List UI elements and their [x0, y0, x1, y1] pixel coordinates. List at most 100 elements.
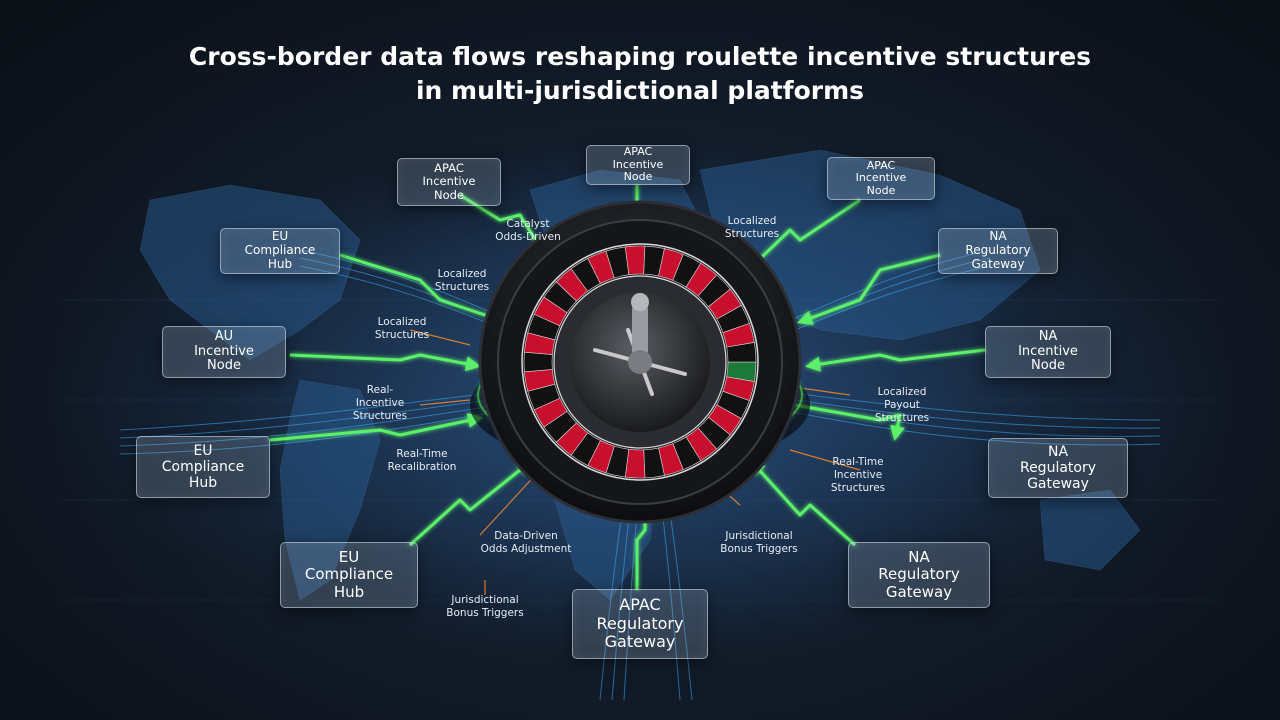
node-text: AU	[214, 328, 234, 344]
label-jurisdictional-bonus-triggers-left: Jurisdictional Bonus Triggers	[430, 594, 540, 620]
label-text: Bonus Triggers	[720, 543, 798, 555]
node-text: Compliance	[244, 243, 316, 258]
node-eu-compliance-upper: EU Compliance Hub	[220, 228, 340, 274]
node-text: APAC	[866, 158, 896, 172]
node-na-regulatory-upper: NA Regulatory Gateway	[938, 228, 1058, 274]
node-text: NA	[989, 229, 1007, 244]
label-text: Payout	[884, 399, 920, 411]
node-text: Compliance	[304, 565, 394, 584]
label-text: Localized	[877, 386, 927, 398]
label-localized-payout-structures: Localized Payout Structures	[852, 386, 952, 425]
node-apac-incentive-top: APAC Incentive Node	[586, 145, 690, 185]
node-text: Node	[866, 183, 896, 197]
label-text: Bonus Triggers	[446, 607, 524, 619]
node-text: Regulatory	[965, 243, 1031, 258]
node-text: Hub	[188, 475, 218, 492]
title-line-1: Cross-border data flows reshaping roulet…	[188, 42, 1092, 71]
arrow-eu-upper	[339, 253, 503, 324]
title-line-2: in multi-jurisdictional platforms	[415, 76, 865, 105]
node-text: Incentive	[855, 171, 907, 185]
label-localized-structures-top: Localized Structures	[702, 215, 802, 241]
label-text: Structures	[874, 412, 930, 424]
label-text: Recalibration	[387, 461, 457, 473]
label-text: Odds Adjustment	[480, 543, 572, 555]
label-text: Real-Time	[396, 448, 448, 460]
label-text: Structures	[374, 329, 430, 341]
arrow-na-middle	[794, 403, 905, 441]
arrow-na-incentive	[805, 348, 986, 372]
label-localized-structures-upper-left: Localized Structures	[412, 268, 512, 294]
node-eu-compliance-lower: EU Compliance Hub	[280, 542, 418, 608]
label-jurisdictional-bonus-triggers-right: Jurisdictional Bonus Triggers	[704, 530, 814, 556]
roulette-wheel-icon	[470, 200, 810, 524]
label-catalyst-odds-driven: Catalyst Odds-Driven	[478, 218, 578, 244]
node-text: APAC	[434, 161, 464, 176]
node-text: Incentive	[612, 157, 664, 171]
label-text: Real-Time	[832, 456, 884, 468]
label-text: Structures	[830, 482, 886, 494]
arrow-apac-right	[737, 198, 861, 281]
label-text: Structures	[352, 410, 408, 422]
label-localized-structures-left: Localized Structures	[352, 316, 452, 342]
wheel-pocket	[624, 245, 646, 276]
label-text: Localized	[437, 268, 487, 280]
node-text: NA	[1047, 443, 1069, 460]
node-text: EU	[193, 442, 213, 459]
arrow-eu-middle	[269, 413, 483, 442]
node-text: Node	[623, 170, 653, 184]
node-text: Node	[433, 187, 464, 202]
node-text: Incentive	[194, 343, 254, 359]
label-data-driven-odds-adjustment: Data-Driven Odds Adjustment	[466, 530, 586, 556]
node-text: Node	[1031, 358, 1065, 374]
node-text: Regulatory	[596, 613, 684, 633]
wheel-pocket	[726, 342, 757, 363]
node-na-regulatory-lower: NA Regulatory Gateway	[848, 542, 990, 608]
node-text: Incentive	[1018, 343, 1078, 359]
arrow-eu-lower	[408, 460, 533, 547]
label-real-incentive-structures: Real- Incentive Structures	[330, 384, 430, 423]
node-text: Hub	[267, 256, 293, 271]
label-text: Localized	[727, 215, 777, 227]
label-real-time-recalibration: Real-Time Recalibration	[372, 448, 472, 474]
node-text: APAC	[619, 595, 661, 615]
node-text: Gateway	[971, 256, 1025, 271]
node-text: Hub	[333, 582, 365, 601]
node-apac-incentive-left: APAC Incentive Node	[397, 158, 501, 206]
label-real-time-incentive-structures: Real-Time Incentive Structures	[808, 456, 908, 495]
label-text: Incentive	[833, 469, 883, 481]
node-text: APAC	[623, 145, 653, 159]
arrow-na-lower	[749, 459, 856, 547]
node-text: NA	[1038, 328, 1058, 344]
node-text: Gateway	[885, 582, 953, 601]
node-text: Gateway	[604, 632, 676, 652]
label-text: Catalyst	[506, 218, 550, 230]
wheel-pocket	[523, 351, 553, 373]
label-text: Jurisdictional	[451, 594, 519, 606]
node-apac-regulatory-gateway: APAC Regulatory Gateway	[572, 589, 708, 659]
node-text: Incentive	[422, 174, 476, 189]
label-text: Jurisdictional	[725, 530, 793, 542]
node-text: NA	[908, 548, 930, 567]
node-na-regulatory-middle: NA Regulatory Gateway	[988, 438, 1128, 498]
label-text: Localized	[377, 316, 427, 328]
arrow-na-upper	[797, 253, 941, 325]
node-text: Regulatory	[878, 565, 960, 584]
diagram-title: Cross-border data flows reshaping roulet…	[0, 40, 1280, 108]
node-text: EU	[271, 229, 289, 244]
node-text: Node	[207, 358, 241, 374]
node-text: Regulatory	[1019, 459, 1097, 476]
node-eu-compliance-middle: EU Compliance Hub	[136, 436, 270, 498]
node-apac-incentive-right: APAC Incentive Node	[827, 157, 935, 200]
label-text: Real-	[366, 384, 394, 396]
node-na-incentive: NA Incentive Node	[985, 326, 1111, 378]
label-text: Incentive	[355, 397, 405, 409]
node-text: EU	[338, 548, 360, 567]
node-text: Gateway	[1027, 476, 1089, 493]
label-text: Data-Driven	[494, 530, 558, 542]
label-text: Odds-Driven	[495, 231, 561, 243]
node-au-incentive: AU Incentive Node	[162, 326, 286, 378]
arrow-au	[289, 353, 481, 372]
node-text: Compliance	[161, 458, 245, 475]
label-text: Structures	[724, 228, 780, 240]
label-text: Structures	[434, 281, 490, 293]
